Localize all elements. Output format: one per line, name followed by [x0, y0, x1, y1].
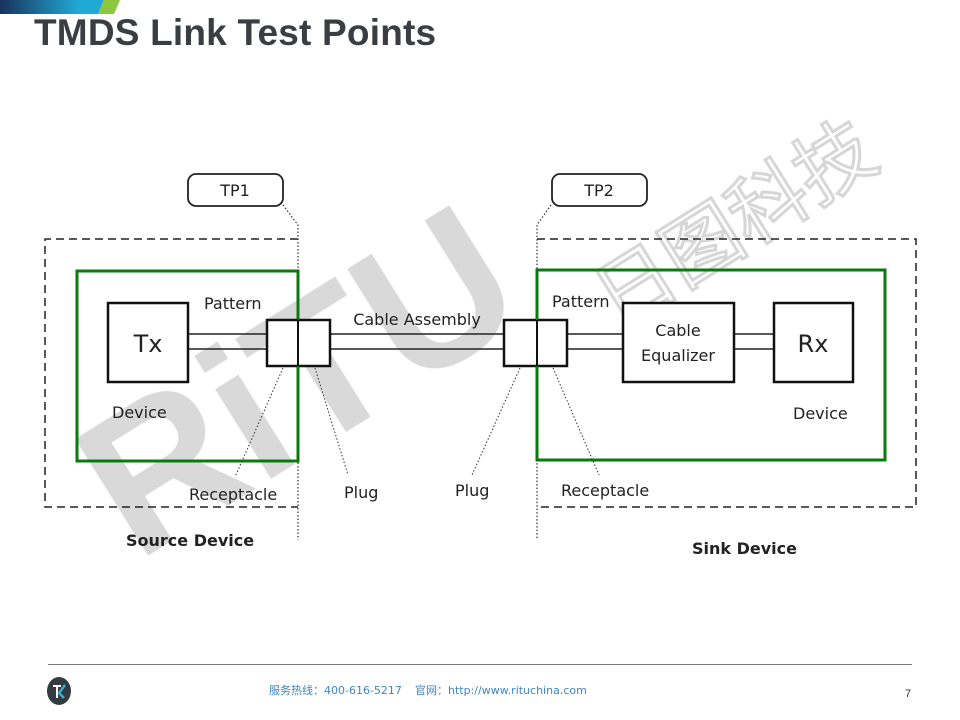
footer-hotline: 服务热线：400-616-5217 [269, 684, 402, 697]
right-plug-label: Plug [455, 481, 489, 500]
sink-pattern-label: Pattern [552, 292, 610, 311]
tp2-reference-line [536, 204, 552, 540]
top-accent-bar [0, 0, 120, 14]
tp1-label: TP1 [219, 181, 250, 200]
tx-block [106, 301, 190, 384]
source-receptacle-label: Receptacle [189, 485, 277, 504]
rx-block [772, 301, 855, 384]
sink-device-label: Device [793, 404, 848, 423]
left-plug-label: Plug [344, 483, 378, 502]
sink-receptacle-label: Receptacle [561, 481, 649, 500]
slide-title: TMDS Link Test Points [34, 12, 437, 53]
source-device-group-label: Source Device [126, 531, 254, 550]
source-connector [265, 318, 332, 368]
tp1-callout: TP1 [187, 173, 284, 207]
tp2-label: TP2 [583, 181, 614, 200]
source-device-label: Device [112, 403, 167, 422]
callout-leaders [234, 367, 600, 478]
equalizer-label-line2: Equalizer [641, 346, 715, 365]
sink-device-group-label: Sink Device [692, 539, 797, 558]
footer-website[interactable]: 官网：http://www.rituchina.com [415, 684, 587, 697]
cable-assembly-label: Cable Assembly [353, 310, 481, 329]
footer-divider [48, 664, 912, 665]
source-pattern-label: Pattern [204, 294, 262, 313]
cable-equalizer-block [621, 301, 736, 384]
signal-lines [188, 333, 774, 350]
rx-label: Rx [798, 330, 829, 358]
sink-device-boundary [537, 238, 917, 508]
tx-label: Tx [133, 330, 163, 358]
page-number: 7 [905, 688, 912, 700]
sink-connector [502, 318, 569, 368]
equalizer-label-line1: Cable [655, 321, 700, 340]
tp2-callout: TP2 [551, 173, 648, 207]
ritu-logo-icon [47, 677, 71, 705]
